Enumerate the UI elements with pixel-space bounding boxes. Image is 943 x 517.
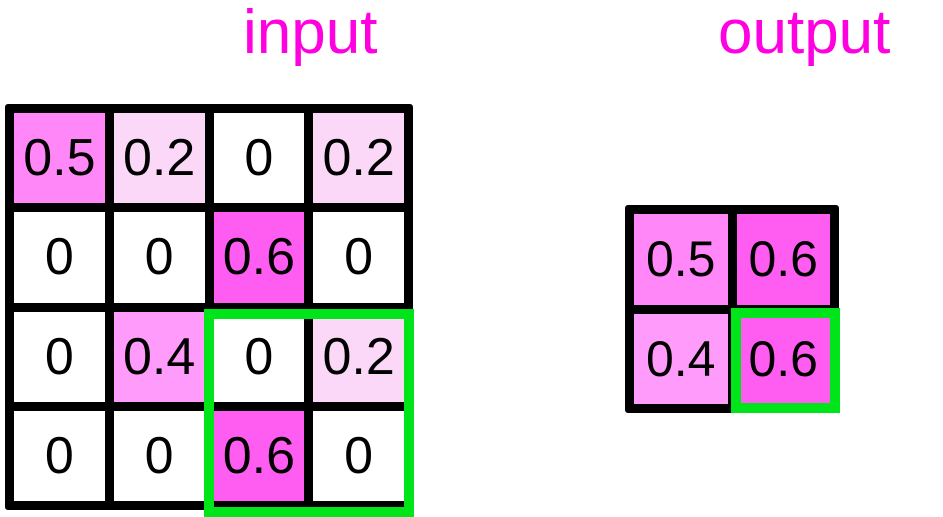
input-cell-r1-c3: 0 — [313, 212, 404, 303]
input-cell-r1-c1: 0 — [113, 212, 205, 303]
input-cell-r0-c1: 0.2 — [113, 113, 205, 204]
input-cell-r3-c1: 0 — [113, 410, 205, 501]
input-cell-r3-c0: 0 — [14, 410, 105, 501]
input-cell-r2-c2: 0 — [213, 311, 305, 402]
input-label: input — [243, 0, 378, 67]
input-cell-r3-c3: 0 — [313, 410, 404, 501]
input-cell-r0-c0: 0.5 — [14, 113, 105, 204]
input-cell-r2-c3: 0.2 — [313, 311, 404, 402]
input-cell-r2-c1: 0.4 — [113, 311, 205, 402]
input-cell-r0-c2: 0 — [213, 113, 305, 204]
input-cell-r3-c2: 0.6 — [213, 410, 305, 501]
input-cell-r1-c0: 0 — [14, 212, 105, 303]
output-cell-r0-c1: 0.6 — [736, 214, 830, 305]
output-cell-r1-c1: 0.6 — [736, 313, 830, 404]
input-cell-r1-c2: 0.6 — [213, 212, 305, 303]
input-cell-r0-c3: 0.2 — [313, 113, 404, 204]
output-label: output — [718, 0, 891, 67]
output-cell-r1-c0: 0.4 — [634, 313, 728, 404]
input-cell-r2-c0: 0 — [14, 311, 105, 402]
output-cell-r0-c0: 0.5 — [634, 214, 728, 305]
